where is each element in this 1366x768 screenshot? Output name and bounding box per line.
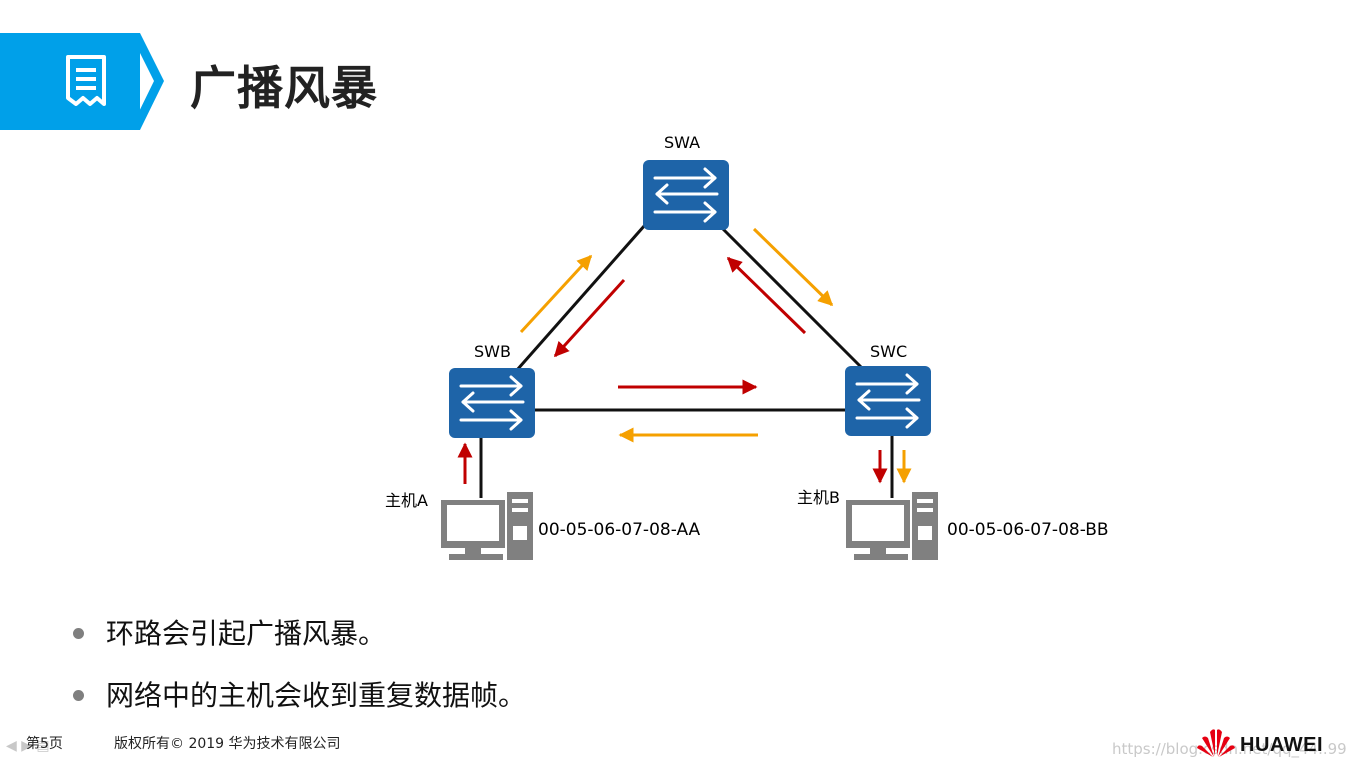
header-chevron — [130, 33, 164, 130]
host-b-mac: 00-05-06-07-08-BB — [947, 520, 1109, 540]
link-swa-swb — [515, 224, 647, 371]
bullet-list: 环路会引起广播风暴。 网络中的主机会收到重复数据帧。 — [70, 612, 526, 736]
copyright: 版权所有© 2019 华为技术有限公司 — [114, 736, 341, 752]
arrow-swc-to-swa — [726, 256, 807, 335]
switch-swc-icon — [843, 364, 933, 438]
host-a-mac: 00-05-06-07-08-AA — [538, 520, 701, 540]
arrow-swa-to-swc — [752, 227, 834, 307]
link-swa-swc — [720, 226, 864, 370]
bullet-dot — [73, 690, 84, 701]
host-b-computer-icon — [846, 492, 938, 560]
switch-swb-icon — [447, 366, 537, 440]
bullet-text: 网络中的主机会收到重复数据帧。 — [106, 679, 527, 712]
network-diagram — [441, 158, 938, 560]
switch-swa-icon — [641, 158, 731, 232]
host-b-label: 主机B — [797, 488, 840, 507]
huawei-logo-icon — [1197, 729, 1235, 757]
bullet-item: 环路会引起广播风暴。 — [70, 612, 526, 674]
document-icon — [66, 55, 106, 106]
host-a-label: 主机A — [385, 491, 428, 510]
page-number: 第5页 — [26, 736, 63, 752]
bullet-text: 环路会引起广播风暴。 — [106, 617, 387, 650]
host-a-computer-icon — [441, 492, 533, 560]
brand-name: HUAWEI — [1240, 734, 1323, 756]
slide-nav-icons[interactable]: ◀ ▶ ▤ — [6, 738, 50, 754]
page-title: 广播风暴 — [190, 61, 378, 115]
switch-swc-label: SWC — [870, 342, 908, 361]
bullet-dot — [73, 628, 84, 639]
arrow-swb-to-swa — [519, 254, 593, 334]
arrow-swa-to-swb — [553, 278, 626, 358]
switch-swb-label: SWB — [474, 342, 511, 361]
switch-swa-label: SWA — [664, 133, 701, 152]
bullet-item: 网络中的主机会收到重复数据帧。 — [70, 674, 526, 736]
